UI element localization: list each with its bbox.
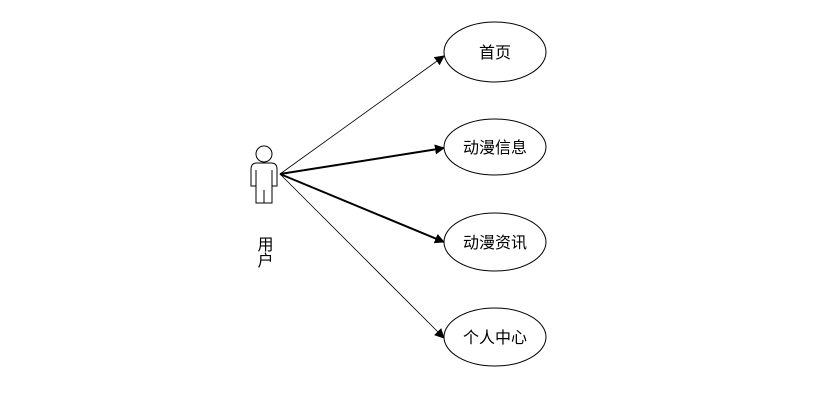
- use-case-personal-center-label: 个人中心: [463, 328, 527, 347]
- use-case-anime-info-ellipse: [443, 118, 547, 176]
- use-case-personal-center: 个人中心: [443, 307, 547, 367]
- association-arrow-home: [279, 55, 445, 175]
- use-case-anime-info-label: 动漫信息: [463, 138, 527, 157]
- use-case-anime-news-ellipse: [443, 212, 547, 272]
- actor-head: [255, 145, 273, 163]
- actor-body: [250, 162, 278, 204]
- actor-label: 用户: [255, 236, 274, 268]
- use-case-anime-news-label: 动漫资讯: [463, 233, 527, 252]
- associations: [279, 55, 445, 339]
- use-case-personal-center-ellipse: [443, 307, 547, 367]
- use-case-home-label: 首页: [479, 43, 511, 62]
- association-arrow-anime-info: [279, 144, 445, 175]
- use-case-anime-news: 动漫资讯: [443, 212, 547, 272]
- association-arrow-anime-news: [279, 173, 445, 244]
- use-case-home: 首页: [443, 21, 547, 83]
- actor-figure: [250, 145, 278, 204]
- association-arrow-personal-center: [279, 173, 445, 339]
- use-case-anime-info: 动漫信息: [443, 118, 547, 176]
- use-case-home-ellipse: [443, 21, 547, 83]
